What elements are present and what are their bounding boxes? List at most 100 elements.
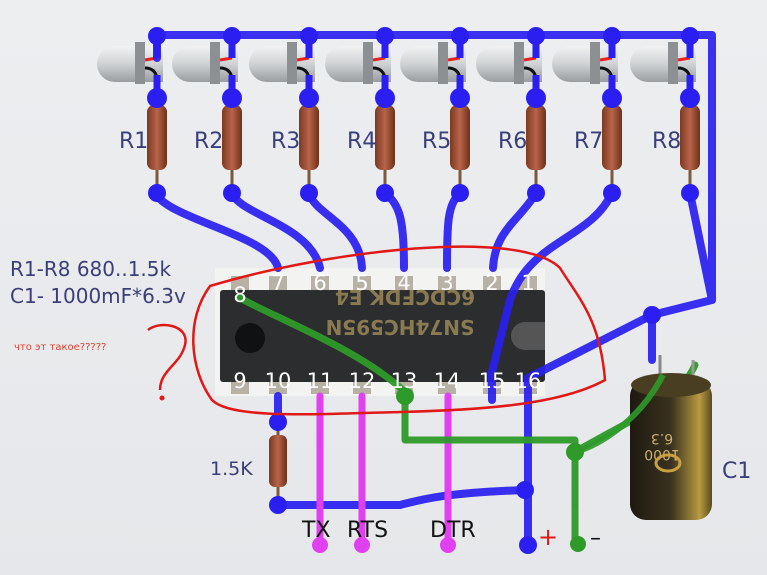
pin-label-top: 1 <box>521 271 534 295</box>
junction-dot <box>300 27 318 45</box>
capacitor-label: C1 <box>722 459 751 484</box>
resistor-label: R5 <box>422 129 451 154</box>
cap-marking-voltage: 6.3 <box>651 430 673 446</box>
pin-label-bottom: 10 <box>265 369 292 393</box>
junction-dot <box>223 27 241 45</box>
junction-dot <box>451 27 469 45</box>
junction-dot <box>602 88 622 108</box>
led-row <box>97 35 696 95</box>
resistor-2 <box>222 100 242 190</box>
plus-label: + <box>538 523 558 551</box>
resistor-5 <box>450 100 470 190</box>
junction-dot <box>148 184 166 202</box>
question-note: что эт такое????? <box>14 342 106 353</box>
junction-dot <box>376 184 394 202</box>
pin-label-top: 6 <box>313 271 326 295</box>
ic-pin <box>483 276 501 292</box>
ic-pin <box>311 380 329 394</box>
capacitor-c1: 1000 6.3 <box>630 355 712 520</box>
junction-dot <box>269 496 287 514</box>
led-8 <box>630 35 696 95</box>
junction-dot <box>526 88 546 108</box>
red-highlight-loop <box>192 245 607 416</box>
junction-dot <box>450 88 470 108</box>
ic-dot <box>235 323 265 353</box>
pin15-wire <box>488 189 616 404</box>
ic-pin <box>269 380 287 394</box>
junction-dot <box>680 88 700 108</box>
junction-dot <box>222 88 242 108</box>
led-5 <box>400 35 466 95</box>
pullup-resistor <box>269 425 287 500</box>
ic-notch <box>511 322 545 350</box>
junction-dot <box>681 184 699 202</box>
ic-pin <box>353 380 371 394</box>
pin-label-top: 5 <box>355 271 368 295</box>
junction-dot <box>451 184 469 202</box>
junction-dot <box>681 27 699 45</box>
junction-dot <box>147 88 167 108</box>
resistor-3 <box>299 100 319 190</box>
junction-dot <box>148 27 166 45</box>
dtr-label: DTR <box>430 518 476 543</box>
ic-body <box>220 290 545 382</box>
junction-dot <box>527 27 545 45</box>
junction-dot <box>519 536 537 554</box>
capacitor-note: C1- 1000mF*6.3v <box>10 284 186 308</box>
junction-dot <box>300 184 318 202</box>
ic-pin <box>269 276 287 292</box>
pin-label-top: 8 <box>233 283 246 307</box>
pin-label-bottom: 13 <box>391 369 418 393</box>
cap-marking-value: 1000 <box>644 446 680 462</box>
resistor-label: R2 <box>194 129 223 154</box>
tx-label: TX <box>301 518 331 543</box>
resistor-label: R1 <box>119 129 148 154</box>
pin-label-top: 7 <box>271 271 284 295</box>
ic-pin <box>353 276 371 292</box>
pin-label-top: 3 <box>440 271 453 295</box>
resistor-6 <box>526 100 546 190</box>
junction-dot <box>603 184 621 202</box>
ic-pin <box>311 276 329 292</box>
rts-label: RTS <box>347 518 388 543</box>
pin-label-bottom: 16 <box>515 369 542 393</box>
signal-wires <box>316 392 452 546</box>
pin16-wire <box>524 311 656 382</box>
junction-dot <box>376 27 394 45</box>
pin-label-bottom: 12 <box>349 369 376 393</box>
resistor-row <box>147 100 700 190</box>
pullup-wire <box>274 486 529 509</box>
pin-label-top: 4 <box>397 271 410 295</box>
pullup-label: 1.5K <box>210 458 253 480</box>
pin-label-bottom: 9 <box>233 369 246 393</box>
resistor-8 <box>680 100 700 190</box>
junction-dot <box>603 27 621 45</box>
pin-label-bottom: 15 <box>479 369 506 393</box>
resistor-label: R3 <box>271 129 300 154</box>
ic-pin <box>438 380 456 394</box>
resistor-label: R8 <box>652 129 681 154</box>
resistor-7 <box>602 100 622 190</box>
junction-dot <box>516 481 534 499</box>
junction-dot <box>223 184 241 202</box>
resistor-label: R7 <box>574 129 603 154</box>
ic-pin <box>438 276 456 292</box>
resistor-note: R1-R8 680..1.5k <box>10 257 172 281</box>
led-7 <box>552 35 618 95</box>
resistor-1 <box>147 100 167 190</box>
resistor-4 <box>375 100 395 190</box>
ic-pin <box>395 276 413 292</box>
ic-pin <box>231 380 249 394</box>
led-4 <box>325 35 391 95</box>
led-6 <box>476 35 542 95</box>
junction-dot <box>299 88 319 108</box>
pin-label-bottom: 11 <box>307 369 334 393</box>
chip-marking-1: SN74HC595N <box>326 315 475 339</box>
junction-dot <box>375 88 395 108</box>
question-mark-stroke <box>147 323 187 391</box>
pin-label-bottom: 14 <box>434 369 461 393</box>
junction-dot <box>527 184 545 202</box>
minus-label: – <box>590 526 601 551</box>
